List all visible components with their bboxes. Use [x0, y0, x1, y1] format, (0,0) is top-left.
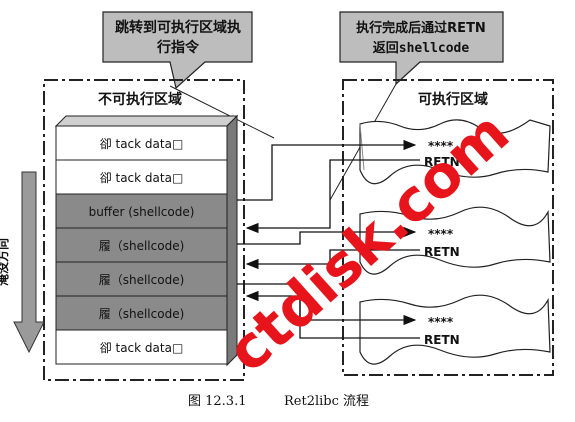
- stack-row: [55, 261, 228, 297]
- flow-arrows: [237, 139, 420, 339]
- non-exec-region-box: [43, 79, 245, 381]
- exec-region-box: [342, 79, 554, 376]
- stack-row-label: 履（shellcode): [99, 273, 185, 287]
- exec-block-3: **** RETN: [359, 294, 551, 365]
- exec-block-3-stars: ****: [428, 315, 454, 329]
- stack-row-label: 卻 tack data□: [100, 137, 184, 151]
- exec-block-2-retn: RETN: [424, 245, 460, 259]
- stack-row: [55, 125, 228, 161]
- arrow-retn-1-to-stack: [245, 159, 420, 234]
- callout-return-line1: 执行完成后通过RETN: [356, 20, 486, 36]
- stack-row: [55, 193, 228, 229]
- arrow-retn-2-to-stack: [245, 249, 420, 270]
- stack-row-label: buffer (shellcode): [89, 205, 195, 219]
- stack-row: [55, 329, 228, 365]
- arrow-retn-3-to-stack: [245, 290, 420, 339]
- figure-title: Ret2libc 流程: [284, 394, 369, 409]
- arrow-jump-to-exec-2: [237, 226, 417, 245]
- stack-row-label: 履（shellcode): [99, 307, 185, 321]
- stack-row-label: 履（shellcode): [99, 239, 185, 253]
- exec-block-2-stars: ****: [428, 227, 454, 241]
- callout-jump-line1: 跳转到可执行区域执: [115, 19, 241, 36]
- non-exec-region-title: 不可执行区域: [98, 91, 182, 108]
- stack-top-face: [54, 115, 239, 127]
- callout-jump: 跳转到可执行区域执 行指令: [102, 11, 253, 90]
- stack-row-label: 卻 tack data□: [100, 171, 184, 185]
- callout-jump-pointer: [169, 85, 275, 139]
- exec-region-title: 可执行区域: [418, 91, 488, 108]
- stack-row-label: 卻 tack data□: [100, 341, 184, 355]
- exec-block-1-retn: RETN: [424, 155, 460, 169]
- figure-number: 图 12.3.1: [188, 394, 246, 409]
- exec-block-1: **** RETN: [359, 119, 551, 185]
- callout-jump-line2: 行指令: [156, 39, 200, 56]
- callout-return: 执行完成后通过RETN 返回shellcode: [339, 11, 504, 86]
- stack: 卻 tack data□ 卻 tack data□ buffer (shellcod…: [55, 125, 228, 365]
- exec-block-1-stars: ****: [428, 139, 454, 153]
- exec-block-3-retn: RETN: [424, 333, 460, 347]
- callout-return-line2: 返回shellcode: [373, 41, 470, 56]
- overflow-direction-arrow: 淹没方向: [0, 171, 45, 354]
- arrow-jump-to-exec-1: [237, 139, 417, 201]
- exec-block-2: **** RETN: [359, 206, 551, 275]
- overflow-direction-label: 淹没方向: [0, 238, 10, 286]
